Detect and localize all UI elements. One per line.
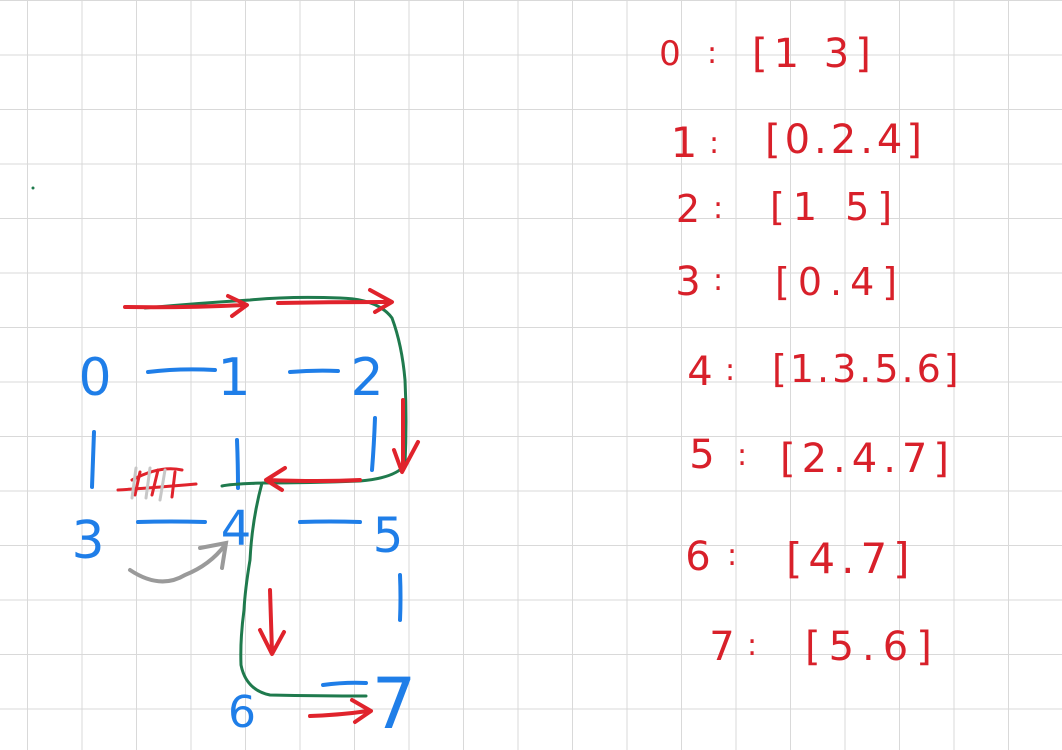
graph-node-7: 7 — [372, 663, 417, 745]
adjacency-node: 4 — [687, 349, 712, 395]
edge-2-5 — [370, 416, 377, 472]
adjacency-node: 0 — [659, 34, 681, 74]
adjacency-row-2: 2 : [1 5] — [676, 185, 900, 231]
adjacency-row-7: 7 : [5.6] — [709, 624, 940, 670]
edge-0-1 — [146, 367, 217, 374]
adjacency-node: 7 — [709, 624, 734, 670]
arrow-right-top-2 — [276, 288, 394, 314]
adjacency-row-0: 0 : [1 3] — [659, 31, 877, 77]
adjacency-sep: : — [709, 126, 719, 161]
adjacency-sep: : — [727, 538, 737, 573]
adjacency-neighbors: [1 3] — [752, 31, 877, 77]
adjacency-sep: : — [707, 36, 717, 71]
adjacency-sep: : — [747, 628, 757, 663]
graph-node-0: 0 — [78, 348, 111, 408]
graph-nodes: 0 1 2 3 4 5 6 7 — [71, 348, 416, 745]
adjacency-sep: : — [725, 353, 735, 388]
adjacency-sep: : — [737, 438, 747, 473]
adjacency-row-6: 6 : [4.7] — [685, 534, 916, 583]
graph-edges — [90, 367, 403, 687]
adjacency-neighbors: [5.6] — [805, 624, 940, 670]
adjacency-node: 2 — [676, 187, 700, 231]
edge-1-4 — [235, 438, 240, 490]
adjacency-node: 3 — [675, 259, 700, 305]
arrow-down-left — [258, 588, 286, 656]
adjacency-list: 0 : [1 3] 1 : [0.2.4] 2 : [1 5] 3 : [0.4… — [659, 31, 962, 670]
arrow-down-right — [392, 398, 420, 474]
edge-3-4 — [136, 519, 207, 524]
adjacency-node: 1 — [671, 118, 698, 167]
graph-node-2: 2 — [350, 348, 383, 408]
arrow-right-top-1 — [123, 294, 249, 318]
adjacency-neighbors: [1.3.5.6] — [772, 347, 962, 391]
arrow-right-bottom — [308, 698, 373, 724]
edge-4-5 — [298, 519, 362, 524]
edge-6-7 — [321, 680, 368, 687]
graph-node-6: 6 — [228, 687, 256, 738]
crossed-out-scribble-shadow — [130, 466, 167, 502]
arrow-left-middle — [264, 466, 362, 492]
adjacency-neighbors: [2.4.7] — [780, 436, 955, 482]
graph-node-5: 5 — [373, 508, 404, 564]
crossed-out-scribble — [116, 467, 198, 499]
adjacency-neighbors: [4.7] — [786, 534, 916, 583]
adjacency-row-4: 4 : [1.3.5.6] — [687, 347, 962, 395]
adjacency-neighbors: [0.4] — [775, 260, 905, 304]
pencil-arrow — [128, 540, 229, 584]
traversal-arrows — [123, 288, 420, 724]
adjacency-sep: : — [713, 263, 723, 298]
adjacency-row-5: 5 : [2.4.7] — [689, 432, 955, 482]
stray-dot — [31, 186, 35, 190]
adjacency-sep: : — [713, 191, 723, 226]
graph-node-3: 3 — [71, 511, 104, 571]
adjacency-row-1: 1 : [0.2.4] — [671, 117, 926, 167]
adjacency-row-3: 3 : [0.4] — [675, 259, 905, 305]
graph-node-1: 1 — [217, 348, 250, 408]
edge-1-2 — [288, 368, 340, 374]
edge-0-3 — [90, 430, 96, 489]
adjacency-node: 6 — [685, 534, 710, 580]
edge-5-7 — [398, 573, 403, 622]
adjacency-node: 5 — [689, 432, 714, 478]
adjacency-neighbors: [0.2.4] — [765, 117, 926, 163]
adjacency-neighbors: [1 5] — [770, 185, 900, 229]
